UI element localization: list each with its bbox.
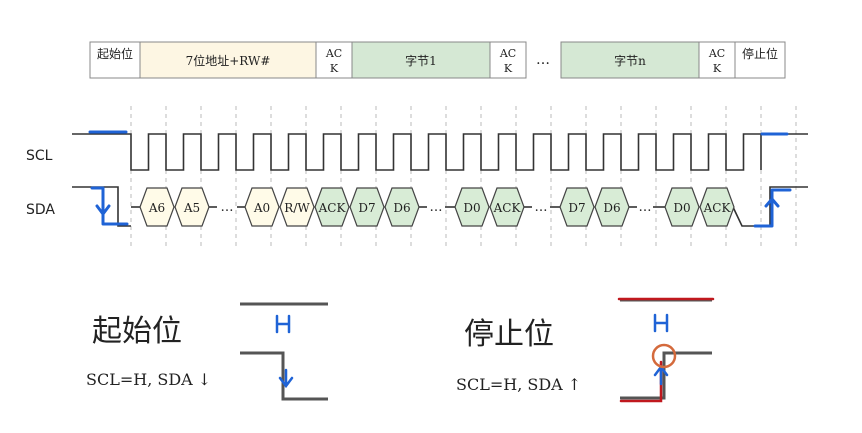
sda-bit-cell-d6 — [594, 187, 630, 227]
sda-bit-label-a5: A5 — [183, 201, 200, 215]
stop-red-bottom-mark — [619, 360, 663, 403]
blue-annotations — [88, 130, 792, 228]
stop-title: 停止位 — [464, 317, 554, 352]
sda-dots: … … … … — [221, 200, 652, 215]
start-illustration — [240, 302, 328, 401]
frame-start-box — [89, 41, 141, 79]
frame-ack-2-top: AC — [499, 47, 516, 60]
sda-bit-label-ack: ACK — [318, 201, 347, 215]
frame-ack-2-bottom: K — [504, 62, 513, 75]
sda-bit-label-d0: D0 — [463, 201, 480, 215]
sda-dots-3: … — [535, 200, 548, 215]
frame-ack-3-bottom: K — [713, 62, 722, 75]
frame-byte1-label: 字节1 — [405, 53, 437, 68]
sda-start-arrow-icon — [95, 204, 111, 216]
sda-bit-label-d7: D7 — [358, 201, 375, 215]
frame-stop-box — [734, 41, 786, 79]
sda-bit-cell-d7 — [559, 187, 595, 227]
sda-dots-1: … — [221, 200, 234, 215]
start-title: 起始位 — [92, 314, 182, 349]
frame-start-label: 起始位 — [97, 46, 133, 61]
frame-ack-box-2 — [489, 41, 527, 79]
sda-bit-label-a6: A6 — [148, 201, 165, 215]
sda-bit-label-d6: D6 — [393, 201, 410, 215]
sda-bit-cell-ack — [489, 187, 525, 227]
frame-stop-label: 停止位 — [742, 46, 778, 61]
sda-bit-cell-a6 — [139, 187, 175, 227]
stop-h-icon — [653, 313, 669, 333]
sda-bit-cells: A6 A5 A0 R/W ACK D7 D6 D0 ACK D7 D6 D0 ACK — [139, 187, 735, 227]
frame-ack-1-top: AC — [325, 47, 342, 60]
sda-dots-2: … — [430, 200, 443, 215]
frame-address-label: 7位地址+RW# — [186, 53, 271, 68]
sda-bit-label-d0: D0 — [673, 201, 690, 215]
sda-bit-cell-ack — [314, 187, 350, 227]
sda-start-fall-mark — [90, 186, 129, 226]
sda-bit-cell-rw — [279, 187, 315, 227]
sda-bit-label-ack: ACK — [493, 201, 522, 215]
frame-byten-label: 字节n — [614, 53, 646, 68]
start-blue-marks — [275, 314, 294, 389]
sda-bit-label-a0: A0 — [253, 201, 270, 215]
scl-waveform — [72, 133, 808, 171]
frame-ack-1-bottom: K — [330, 62, 339, 75]
stop-formula: SCL=H, SDA ↑ — [456, 375, 581, 394]
frame-byten-box — [560, 41, 700, 79]
sda-bit-cell-a0 — [244, 187, 280, 227]
sda-stop-rise-mark — [753, 188, 792, 228]
frame-ack-box-1 — [315, 41, 353, 79]
sda-bit-cell-d6 — [384, 187, 420, 227]
frame-ack-box-3 — [698, 41, 736, 79]
start-sda-line — [240, 351, 328, 401]
frame-ack-3-top: AC — [708, 47, 725, 60]
sda-bit-label-rw: R/W — [284, 201, 310, 215]
start-down-arrow-icon — [278, 368, 294, 389]
frame-address-box — [139, 41, 317, 79]
sda-bit-cell-a5 — [174, 187, 210, 227]
sda-dots-4: … — [639, 200, 652, 215]
sda-bit-label-d7: D7 — [568, 201, 585, 215]
sda-bit-cell-d0 — [454, 187, 490, 227]
stop-highlight-circle — [651, 343, 677, 369]
sda-bit-label-ack: ACK — [703, 201, 732, 215]
stop-sda-line — [620, 351, 712, 400]
frame-ellipsis: … — [536, 52, 550, 68]
sda-bit-label-d6: D6 — [603, 201, 620, 215]
frame-row: 起始位 7位地址+RW# AC K 字节1 AC K … 字节n AC K 停止… — [89, 41, 786, 79]
sda-stop-arrow-icon — [764, 197, 780, 208]
stop-blue-marks — [653, 313, 669, 386]
start-h-icon — [275, 314, 291, 334]
sda-bit-cell-ack — [699, 187, 735, 227]
sda-bit-cell-d7 — [349, 187, 385, 227]
sda-label: SDA — [26, 202, 55, 218]
start-formula: SCL=H, SDA ↓ — [86, 370, 211, 389]
scl-label: SCL — [26, 148, 53, 164]
sda-bit-cell-d0 — [664, 187, 700, 227]
